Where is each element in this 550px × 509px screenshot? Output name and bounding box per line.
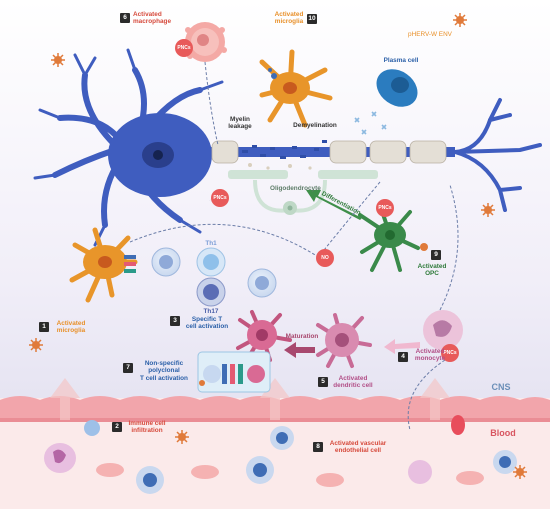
differentiation-arrow xyxy=(306,190,362,220)
activated-microglia-left-label: Activated microglia xyxy=(56,320,86,335)
microglia-top xyxy=(259,49,333,128)
badge-8: 8 xyxy=(313,442,323,452)
no-label: NO xyxy=(321,255,329,261)
badge-9: 9 xyxy=(431,250,441,260)
activated-endothelial-label: Activated vascular endothelial cell xyxy=(329,440,387,455)
badge-4: 4 xyxy=(398,352,408,362)
badge-10: 10 xyxy=(307,14,317,24)
activated-microglia-top-label: Activated microglia xyxy=(274,11,304,26)
badge-2: 2 xyxy=(112,422,122,432)
badge-7: 7 xyxy=(123,363,133,373)
microglia-left xyxy=(69,227,138,303)
specific-t-cell-label: Specific T cell activation xyxy=(185,316,229,331)
badge-5: 5 xyxy=(318,377,328,387)
pncs-bubbles xyxy=(175,39,459,362)
badge-6: 6 xyxy=(120,13,130,23)
dendritic-cell-center xyxy=(236,310,292,362)
neuron xyxy=(33,48,542,247)
maturation-arrow xyxy=(284,342,315,358)
pncs-label-3: PNCs xyxy=(378,205,392,211)
activated-macrophage-label: Activated macrophage xyxy=(133,11,172,26)
blood-cells xyxy=(44,415,517,494)
badge-3: 3 xyxy=(170,316,180,326)
cns-label: CNS xyxy=(491,382,511,392)
myelin-fragments xyxy=(242,140,327,159)
demyelination-label: Demyelination xyxy=(293,122,337,129)
myelin-sheath xyxy=(211,140,447,164)
monocyte-arrow xyxy=(384,339,420,354)
th1-label: Th1 xyxy=(205,240,217,247)
monocyte xyxy=(423,310,463,350)
macrophage xyxy=(185,22,227,62)
myelin-leakage-label: Myelin leakage xyxy=(228,116,252,131)
t-cells xyxy=(151,247,277,307)
oligodendrocyte-label: Oligodendrocyte xyxy=(270,185,321,192)
maturation-label: Maturation xyxy=(285,333,319,340)
pncs-label-2: PNCs xyxy=(213,195,227,201)
pncs-label-4: PNCs xyxy=(443,350,457,356)
phervw-env-label: pHERV-W ENV xyxy=(408,31,452,38)
polyclonal-complex xyxy=(197,351,271,393)
blood-label: Blood xyxy=(490,428,516,438)
th17-label: Th17 xyxy=(203,308,219,315)
pncs-label-1: PNCs xyxy=(177,45,191,51)
env-particles xyxy=(29,13,527,479)
activated-dendritic-label: Activated dendritic cell xyxy=(333,375,373,390)
activated-monocyte-label: Activated monocyte xyxy=(414,348,446,363)
oligodendrocyte xyxy=(228,170,378,215)
activated-opc-label: Activated OPC xyxy=(417,263,447,278)
nonspecific-t-label: Non-specific polyclonal T cell activatio… xyxy=(140,360,188,382)
immune-infiltration-label: Immune cell infiltration xyxy=(128,420,166,435)
badge-1: 1 xyxy=(39,322,49,332)
dendritic-cell-right xyxy=(316,313,372,368)
plasma-cell xyxy=(354,69,418,135)
plasma-cell-label: Plasma cell xyxy=(383,57,419,64)
opc-cell xyxy=(358,203,420,272)
